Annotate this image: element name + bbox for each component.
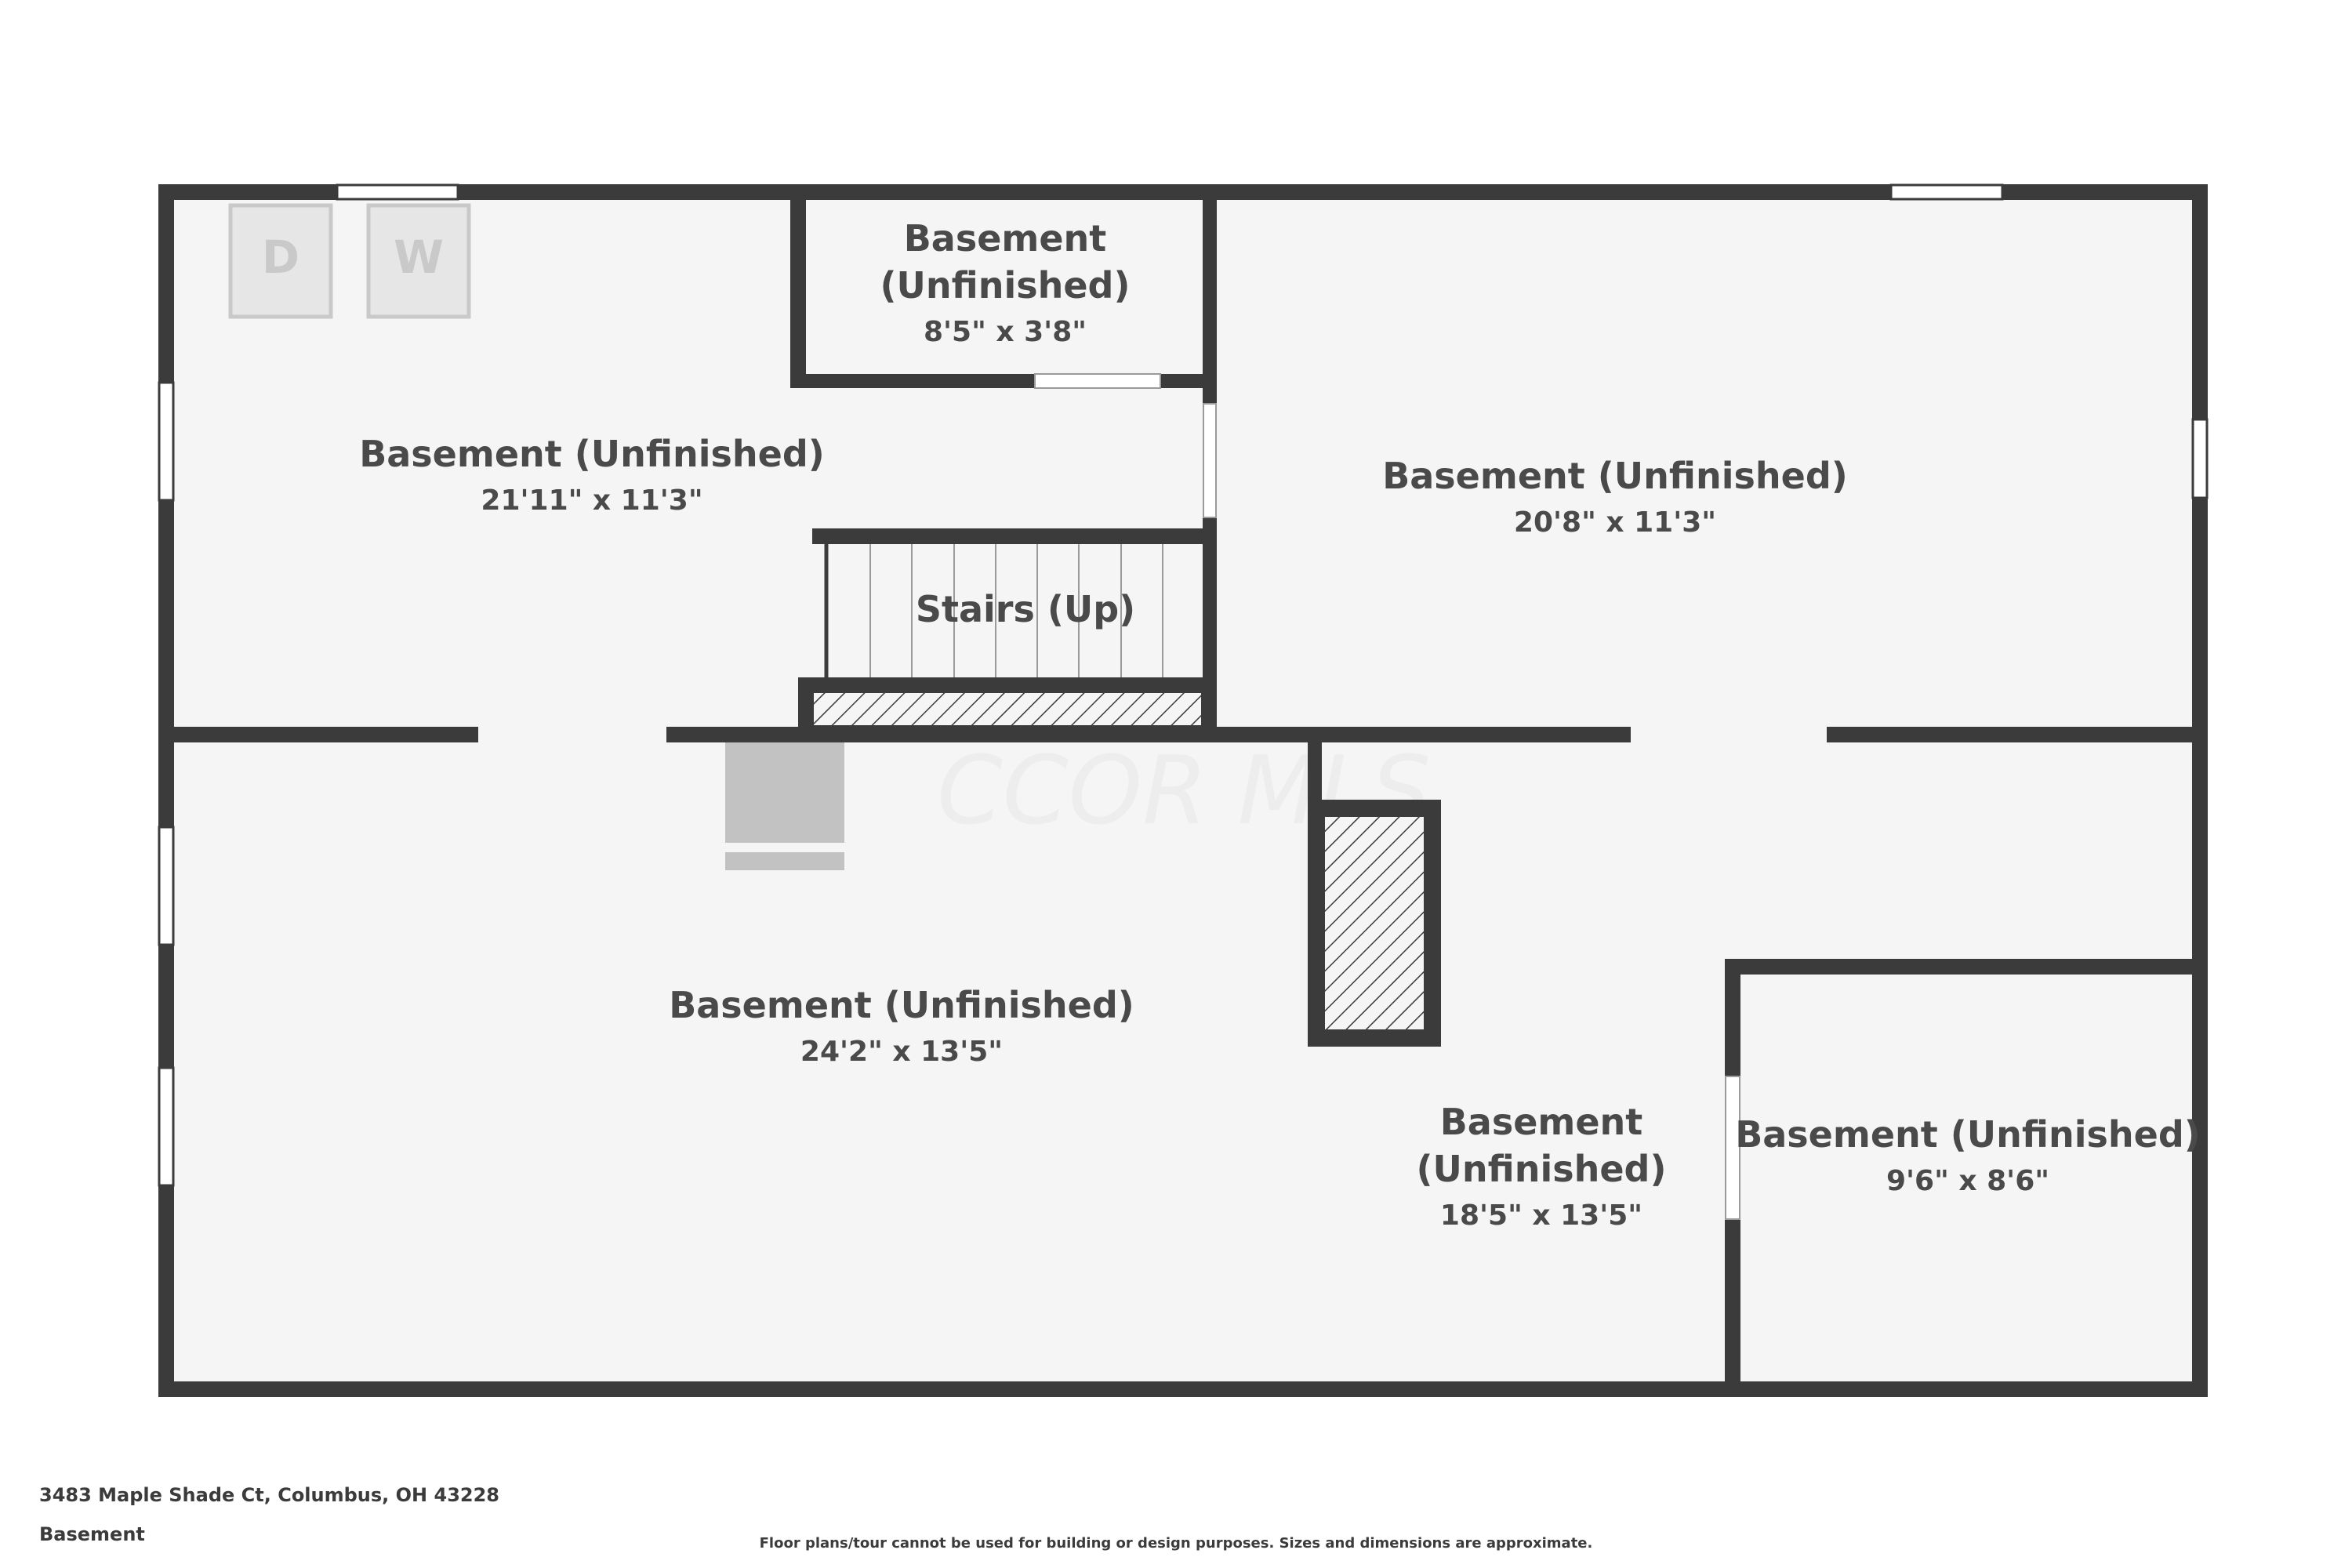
dryer-label: D — [262, 230, 299, 284]
room-dimensions: 8'5" x 3'8" — [924, 316, 1087, 348]
stair-treads — [824, 544, 1163, 677]
room-name-line1: Basement — [1440, 1101, 1643, 1143]
room-name-line2: (Unfinished) — [880, 264, 1130, 307]
room-name: Basement (Unfinished) — [1735, 1113, 2201, 1156]
washer: W — [366, 203, 471, 319]
disclaimer-text: Floor plans/tour cannot be used for buil… — [759, 1535, 1593, 1552]
dryer: D — [228, 203, 333, 319]
room-bottom-right: Basement (Unfinished) 9'6" x 8'6" — [1735, 1113, 2201, 1197]
hatched-landing — [811, 690, 1204, 728]
door-openings — [1034, 373, 1740, 1220]
floor-label: Basement — [39, 1523, 145, 1545]
utility-fixture — [725, 742, 844, 870]
floor-area — [165, 192, 2203, 1388]
room-top-right: Basement (Unfinished) 20'8" x 11'3" — [1382, 455, 1848, 539]
room-name: Basement (Unfinished) — [1382, 455, 1848, 497]
room-bottom-middle: Basement (Unfinished) 18'5" x 13'5" — [1416, 1101, 1666, 1232]
room-name: Stairs (Up) — [916, 588, 1135, 630]
room-bottom-left: Basement (Unfinished) 24'2" x 13'5" — [669, 984, 1134, 1068]
room-laundry: Basement (Unfinished) 21'11" x 11'3" — [359, 433, 825, 517]
room-dimensions: 20'8" x 11'3" — [1514, 506, 1716, 539]
room-name: Basement (Unfinished) — [359, 433, 825, 475]
room-name: Basement (Unfinished) — [669, 984, 1134, 1026]
property-address: 3483 Maple Shade Ct, Columbus, OH 43228 — [39, 1484, 499, 1506]
washer-label: W — [394, 230, 444, 284]
room-dimensions: 24'2" x 13'5" — [800, 1036, 1003, 1068]
room-dimensions: 18'5" x 13'5" — [1440, 1200, 1642, 1232]
windows — [158, 183, 2209, 1187]
utility-box-icon — [725, 742, 844, 843]
room-name-line2: (Unfinished) — [1416, 1148, 1666, 1190]
washer-icon — [366, 203, 471, 319]
room-dimensions: 21'11" x 11'3" — [481, 485, 702, 517]
utility-base-icon — [725, 852, 844, 870]
hatched-chimney — [1322, 814, 1427, 1033]
room-dimensions: 9'6" x 8'6" — [1886, 1165, 2049, 1197]
dryer-icon — [228, 203, 333, 319]
room-name-line1: Basement — [904, 217, 1107, 260]
room-stairs: Stairs (Up) — [916, 588, 1135, 630]
room-small-top: Basement (Unfinished) 8'5" x 3'8" — [880, 217, 1130, 348]
